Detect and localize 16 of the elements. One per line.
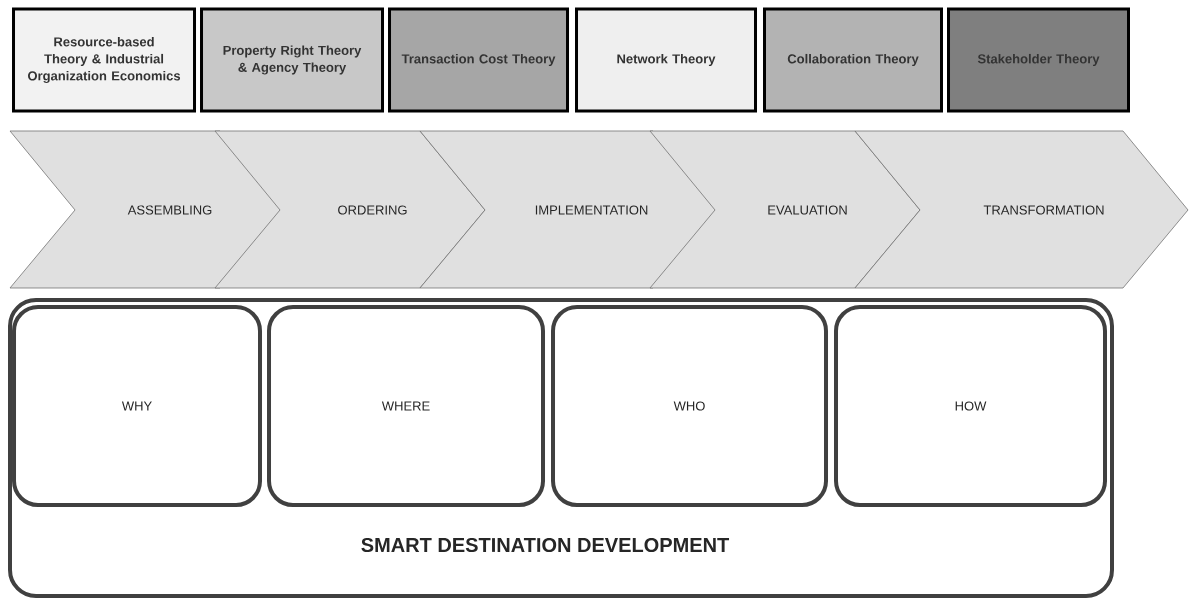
chevron-step: EVALUATION: [649, 130, 921, 289]
chevron-step: IMPLEMENTATION: [419, 130, 719, 289]
node-label: TRANSFORMATION: [983, 205, 1104, 215]
chevron-step: ASSEMBLING: [9, 130, 286, 289]
theory-box: Property Right Theory & Agency Theory: [200, 7, 384, 113]
theory-box: Stakeholder Theory: [947, 7, 1130, 113]
question-box: WHERE: [267, 305, 545, 507]
theory-box: Network Theory: [575, 7, 757, 113]
chevron-step: TRANSFORMATION: [854, 130, 1189, 289]
theory-box: Resource-based Theory & Industrial Organization Economics: [12, 7, 196, 113]
question-box: WHY: [12, 305, 262, 507]
question-box: HOW: [834, 305, 1107, 507]
chevron-step: ORDERING: [214, 130, 486, 289]
theory-box: Collaboration Theory: [763, 7, 943, 113]
question-box: WHO: [551, 305, 828, 507]
theory-box: Transaction Cost Theory: [388, 7, 569, 113]
